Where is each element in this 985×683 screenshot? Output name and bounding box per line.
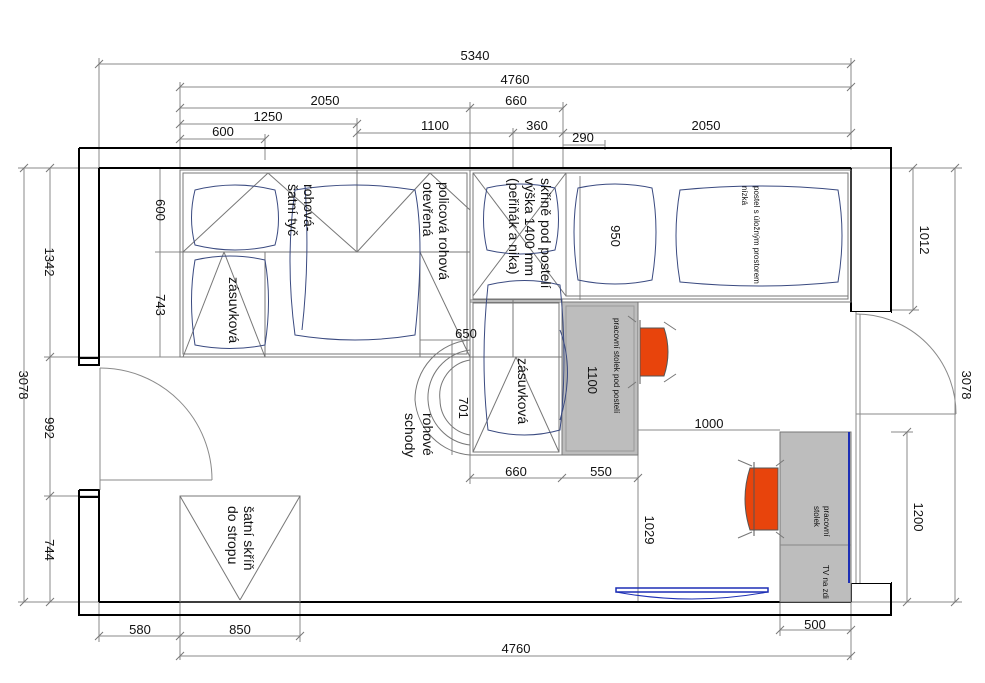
corner-stairs xyxy=(414,299,563,456)
dim-mid-950: 950 xyxy=(608,225,623,247)
label-rohova-satni-tyc-1: rohová- xyxy=(301,184,317,232)
label-policova-1: policová rohová xyxy=(436,182,452,280)
label-pracovni-pod-posteli: pracovní stolek pod postelí xyxy=(612,318,621,414)
pillows xyxy=(191,183,843,436)
dim-right-1012: 1012 xyxy=(917,226,932,255)
label-policova-2: otevřená xyxy=(420,182,436,237)
chair-1 xyxy=(627,315,677,389)
dimension-labels: 5340 4760 2050 660 1250 1100 360 600 290… xyxy=(16,48,974,656)
dim-bottom-4760: 4760 xyxy=(502,641,531,656)
dim-top-total: 5340 xyxy=(461,48,490,63)
label-postel-1: postel s úložným prostorem xyxy=(752,186,761,284)
label-rohove-2: schody xyxy=(402,413,418,457)
dim-mid-1000: 1000 xyxy=(695,416,724,431)
label-skrine-1: skříně pod postelí xyxy=(538,178,554,289)
dim-bottom-550: 550 xyxy=(590,464,612,479)
dim-top-360: 360 xyxy=(526,118,548,133)
label-satni-skrin-2: do stropu xyxy=(225,506,241,564)
dim-mid-1029: 1029 xyxy=(642,516,657,545)
furniture-labels: rohová- šatní tyč policová rohová otevře… xyxy=(225,178,831,599)
dim-right-1200: 1200 xyxy=(911,503,926,532)
dim-left-743: 743 xyxy=(153,294,168,316)
dim-bottom-500: 500 xyxy=(804,617,826,632)
bed-area xyxy=(469,169,852,303)
wardrobe-to-ceiling xyxy=(179,495,301,603)
label-skrine-3: (peřiňák a nika) xyxy=(506,178,522,275)
dim-top-2050-right: 2050 xyxy=(692,118,721,133)
label-zasuvkova-mid: zásuvková xyxy=(515,358,531,424)
dim-top-290: 290 xyxy=(572,130,594,145)
dim-top-1250: 1250 xyxy=(254,109,283,124)
label-postel-2: nízká xyxy=(740,186,749,206)
dim-left-1342: 1342 xyxy=(42,248,57,277)
label-tv: TV na zdi xyxy=(821,565,830,599)
dim-bottom-660: 660 xyxy=(505,464,527,479)
chair-2 xyxy=(737,459,785,539)
dim-left-total: 3078 xyxy=(16,371,31,400)
dim-top-2050-left: 2050 xyxy=(311,93,340,108)
dim-top-1100: 1100 xyxy=(421,118,449,133)
desk-under-bed xyxy=(561,301,639,456)
label-pracovni-stolek-1: pracovní xyxy=(822,506,831,537)
label-rohova-satni-tyc-2: šatní tyč xyxy=(285,184,301,236)
label-skrine-2: výška 1400 mm xyxy=(522,178,538,276)
dim-left-600: 600 xyxy=(153,199,168,221)
balcony-door xyxy=(855,313,957,583)
dim-mid-650: 650 xyxy=(455,326,477,341)
dim-left-992: 992 xyxy=(42,417,57,439)
label-satni-skrin-1: šatní skříň xyxy=(241,506,257,571)
dim-mid-1100: 1100 xyxy=(585,366,600,394)
label-rohove-1: rohové xyxy=(420,413,436,456)
dim-top-inner: 4760 xyxy=(501,72,530,87)
walls xyxy=(78,147,892,616)
work-desk xyxy=(779,431,852,603)
dim-top-660: 660 xyxy=(505,93,527,108)
dim-bottom-580: 580 xyxy=(129,622,151,637)
entry-door xyxy=(99,367,213,490)
dim-bottom-850: 850 xyxy=(229,622,251,637)
tv-bench xyxy=(615,587,769,600)
label-zasuvkova-left: zásuvková xyxy=(226,277,242,343)
dim-left-744: 744 xyxy=(42,539,57,561)
dim-right-total: 3078 xyxy=(959,371,974,400)
dim-top-600: 600 xyxy=(212,124,234,139)
label-pracovni-stolek-2: stolek xyxy=(812,506,821,528)
dim-mid-701: 701 xyxy=(456,397,471,419)
